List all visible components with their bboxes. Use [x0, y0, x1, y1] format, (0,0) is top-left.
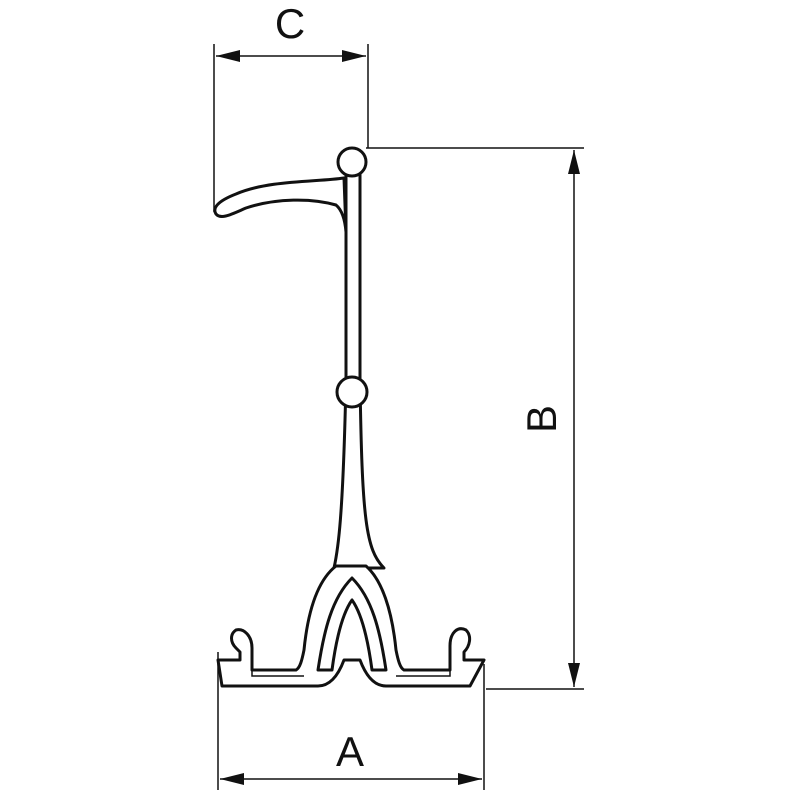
- dimension-b: B: [366, 147, 584, 690]
- dimension-b-arrow-top: [568, 150, 580, 174]
- top-bead: [336, 146, 368, 178]
- profile-outline: [213, 146, 486, 688]
- dimension-a: A: [217, 652, 485, 790]
- dimension-b-arrow-bottom: [568, 663, 580, 687]
- base-right-ledge: [396, 670, 451, 677]
- dimension-c-label: C: [275, 0, 305, 47]
- dimension-c-arrow-left: [216, 50, 240, 62]
- dimension-a-label: A: [336, 728, 364, 775]
- base-foot: [216, 564, 486, 688]
- base-inner-arch: [316, 576, 388, 672]
- dimension-a-arrow-left: [220, 773, 244, 785]
- middle-bead: [335, 375, 369, 409]
- base-left-ledge: [251, 670, 304, 677]
- dimension-b-label: B: [518, 405, 565, 433]
- dimension-a-arrow-right: [458, 773, 482, 785]
- dimension-c: C: [213, 0, 369, 212]
- dimension-c-arrow-right: [342, 50, 366, 62]
- top-curved-flange: [213, 176, 348, 234]
- web-wall: [332, 168, 386, 570]
